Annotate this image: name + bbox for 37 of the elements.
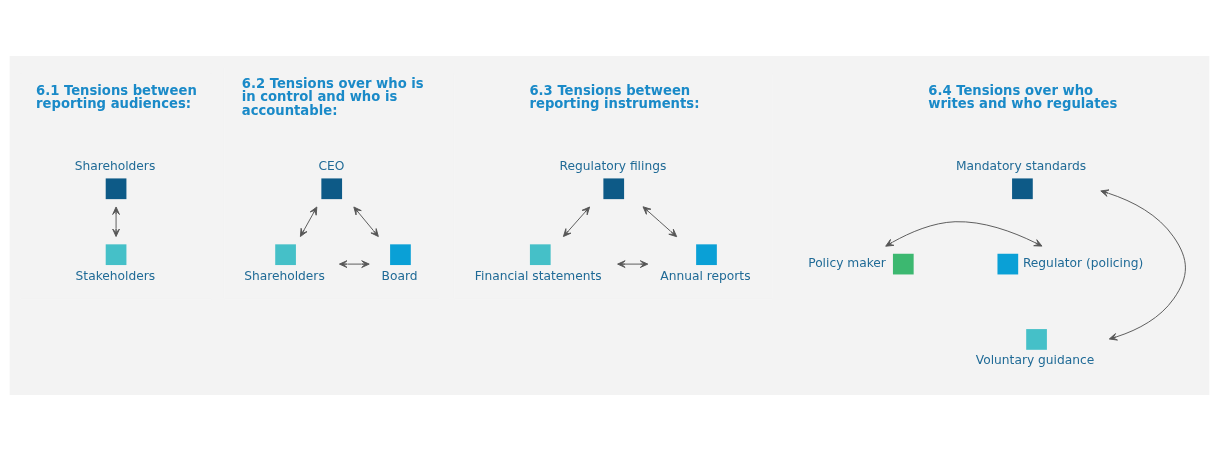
arrow <box>1100 188 1186 341</box>
node-box <box>321 177 343 199</box>
node-label: Stakeholders <box>75 268 156 283</box>
arrow <box>353 206 379 237</box>
node-label: Mandatory standards <box>956 158 1087 173</box>
arrow <box>112 206 120 237</box>
node-label: Regulator (policing) <box>1022 255 1144 270</box>
node-label: CEO <box>318 158 345 173</box>
node-label: Financial statements <box>474 268 602 283</box>
arrow <box>617 259 649 268</box>
node-box <box>105 177 127 199</box>
label: 6.1 Tensions between reporting audiences: <box>36 82 197 111</box>
node-label: Voluntary guidance <box>975 352 1095 367</box>
node-label: Annual reports <box>660 268 751 283</box>
node-box <box>997 253 1019 274</box>
arrow <box>299 206 318 237</box>
node-box <box>892 253 914 274</box>
arrow <box>885 220 1043 247</box>
label: 6.4 Tensions over who writes and who regulates <box>928 82 1118 111</box>
node-box <box>390 243 411 265</box>
arrow <box>338 259 370 268</box>
node-box <box>696 243 717 265</box>
node-box <box>105 243 127 265</box>
node-label: Board <box>381 268 418 283</box>
arrow <box>642 205 678 237</box>
node-label: Policy maker <box>808 255 886 270</box>
node-box <box>1026 328 1047 350</box>
label: 6.3 Tensions between reporting instruments: <box>529 82 700 111</box>
arrow <box>562 206 591 237</box>
label: 6.2 Tensions over who is in control and who is accountable: <box>241 75 424 118</box>
node-box <box>275 243 296 265</box>
node-label: Shareholders <box>74 158 156 173</box>
node-box <box>603 177 625 199</box>
node-label: Regulatory filings <box>559 158 667 173</box>
node-box <box>1012 177 1033 199</box>
node-label: Shareholders <box>244 268 325 283</box>
node-box <box>529 243 551 265</box>
